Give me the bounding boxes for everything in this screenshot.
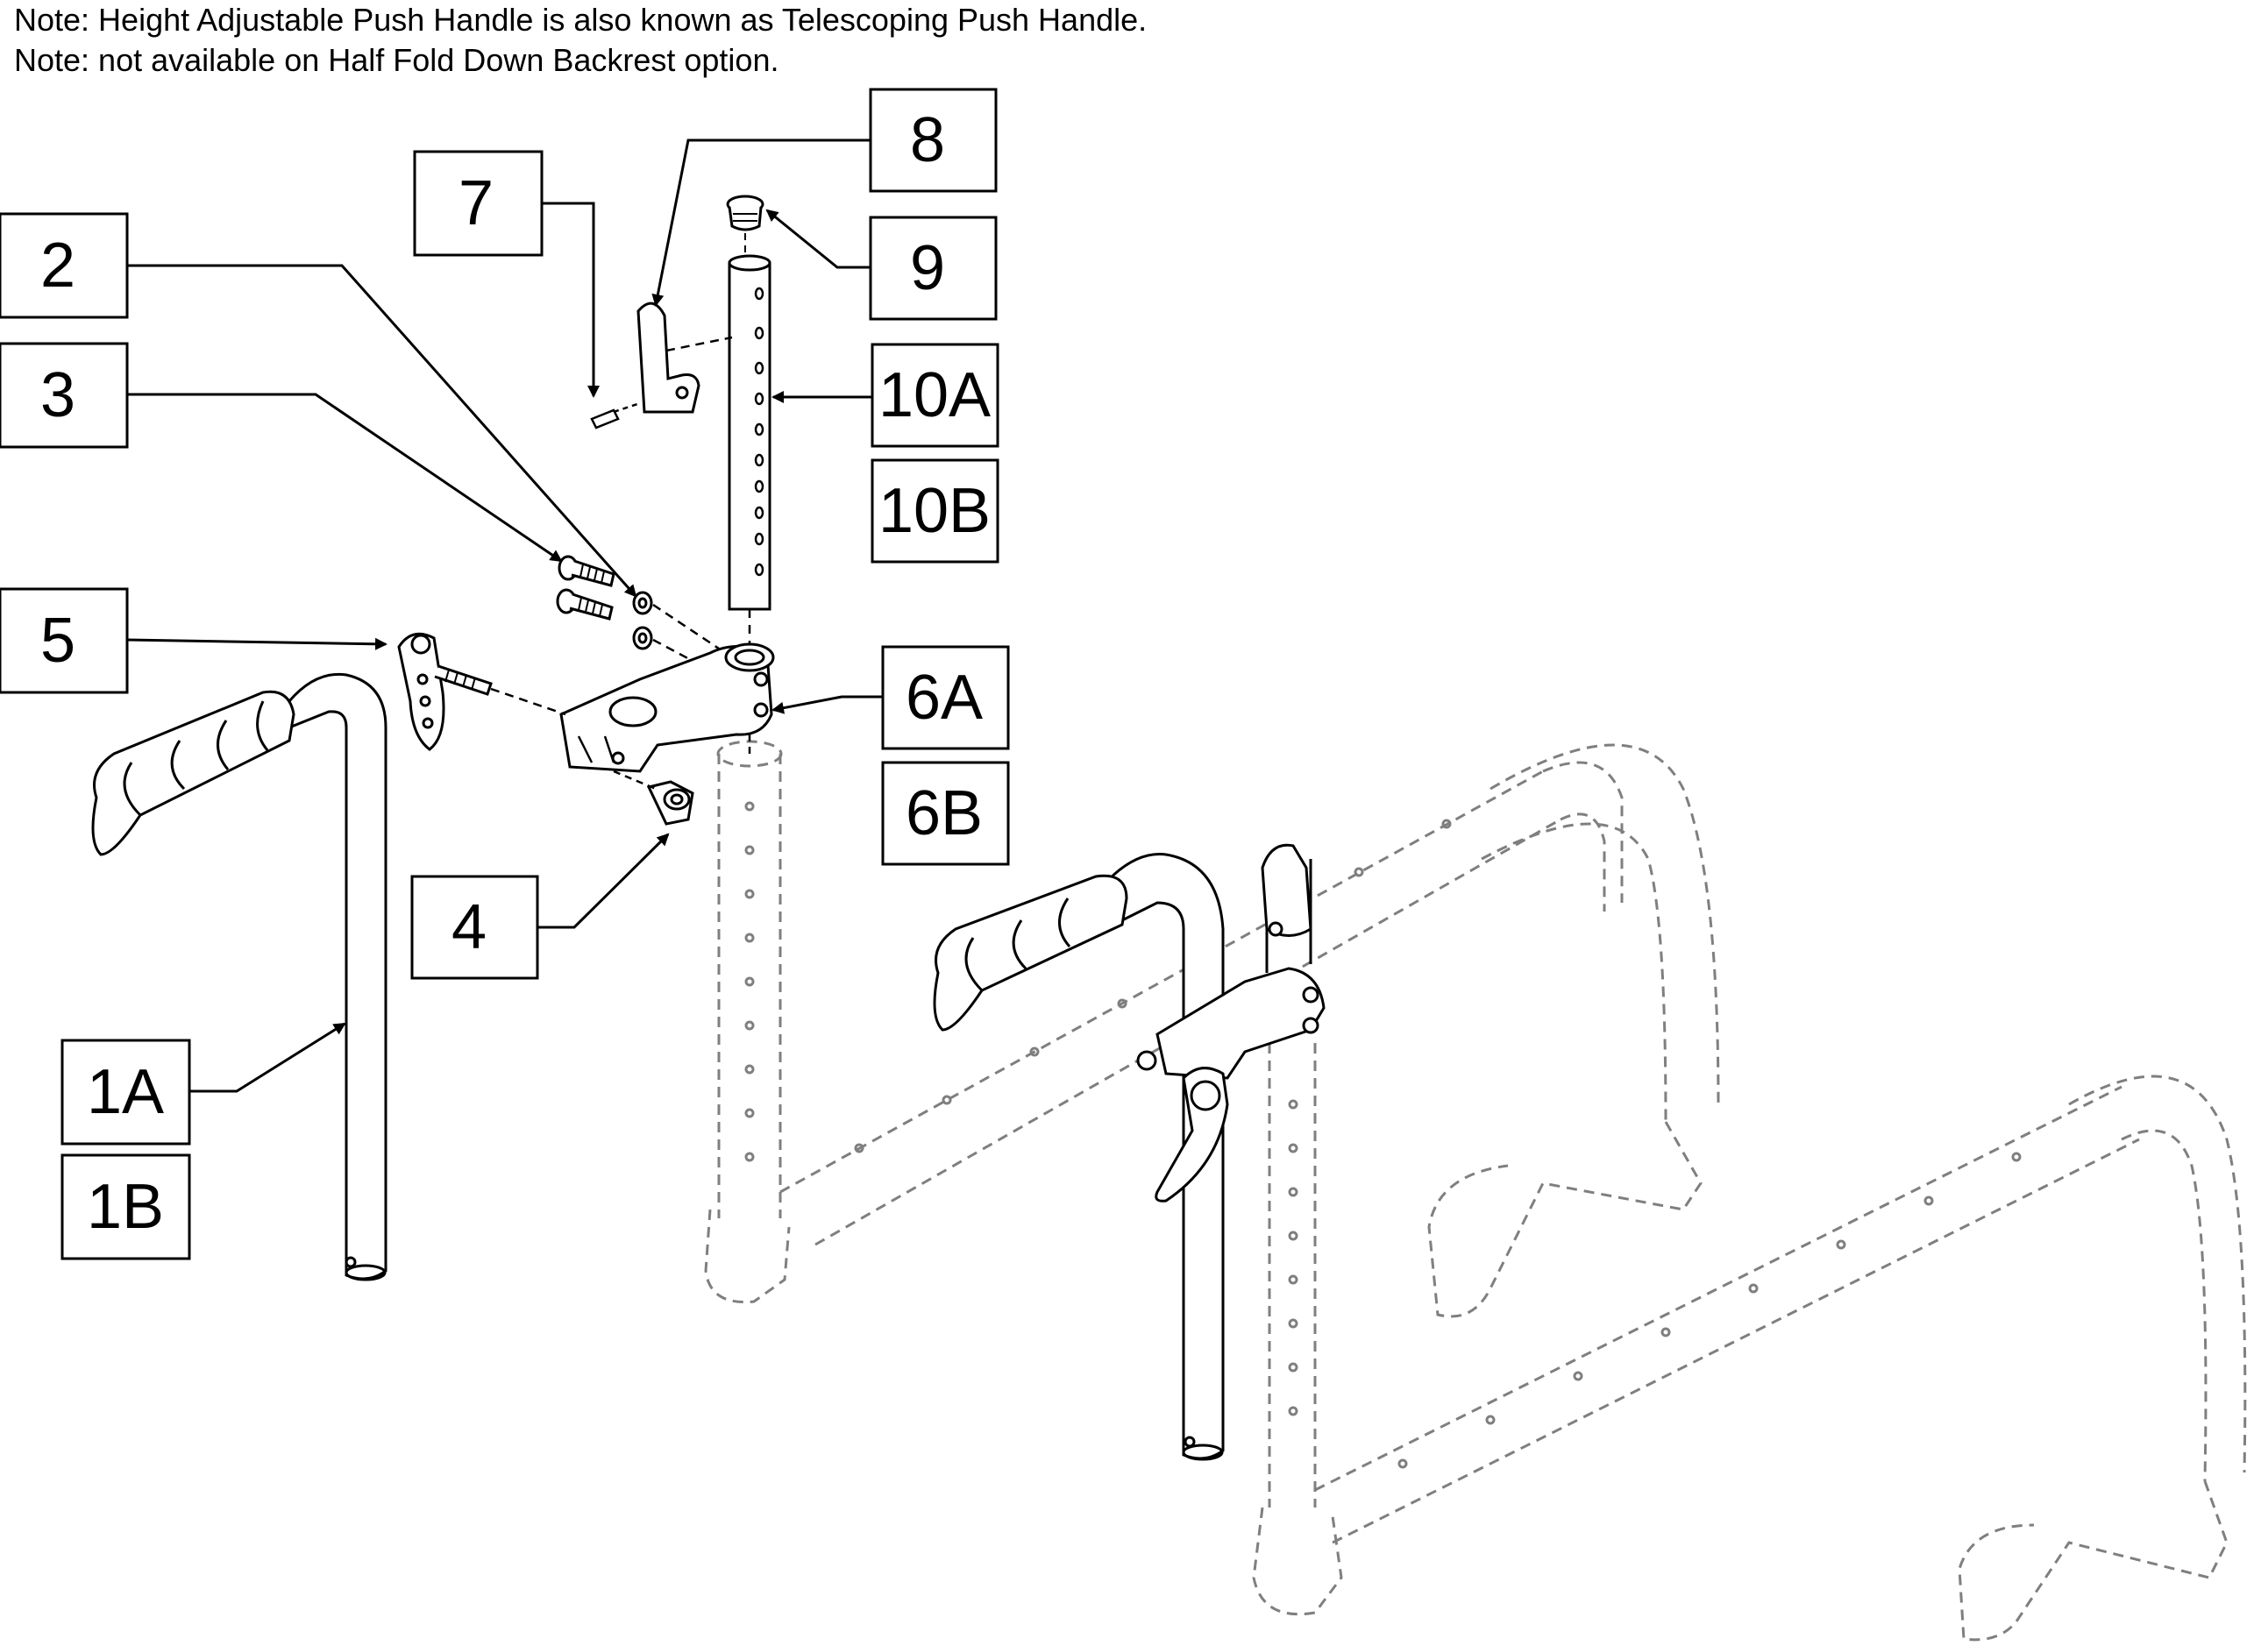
ghost-lower-bend: [2068, 1075, 2247, 1482]
callout-10A-label: 10A: [878, 360, 991, 430]
leader-1A: [188, 1022, 346, 1093]
leader-7: [542, 202, 600, 398]
ghost-holes: [744, 801, 2022, 1469]
leader-5: [126, 637, 387, 650]
callout-9-label: 9: [910, 233, 945, 303]
screw-lower: [556, 588, 614, 621]
callout-3: 3: [0, 342, 129, 449]
callout-6A: 6A: [881, 645, 1010, 750]
assembled-handle: [933, 843, 1326, 1461]
ghost-cane-right: [1268, 1043, 1317, 1508]
ghost-upper-bend: [1481, 743, 1720, 1123]
ghost-cane-left: [717, 754, 782, 1218]
note-telescoping: Note: Height Adjustable Push Handle is a…: [14, 2, 1148, 38]
leader-4: [537, 833, 670, 929]
telescoping-tube: [728, 254, 771, 653]
tube-cap: [726, 195, 764, 256]
push-handle: [91, 672, 387, 1281]
ghost-upper-right: [1542, 761, 1624, 912]
note-availability: Note: not available on Half Fold Down Ba…: [14, 42, 779, 78]
leader-lines: [126, 138, 883, 1093]
leader-8: [651, 138, 871, 307]
ghost-upper-foot: [1427, 1121, 1703, 1318]
leader-2: [127, 264, 637, 598]
screws-and-washers: [556, 555, 720, 677]
callout-1B-label: 1B: [87, 1172, 164, 1242]
ghost-lower-rail: [1314, 1085, 2140, 1544]
callout-4: 4: [410, 875, 539, 980]
ghost-left-foot: [704, 1209, 791, 1304]
notes: Note: Height Adjustable Push Handle is a…: [14, 0, 1417, 81]
ghost-backrest-frame: [704, 740, 2247, 1642]
callout-2: 2: [0, 212, 129, 319]
callout-5: 5: [0, 587, 129, 694]
washer-lower: [632, 626, 653, 650]
leader-9: [765, 209, 871, 269]
clamp: [559, 642, 775, 773]
callout-6B-label: 6B: [906, 778, 983, 848]
washer-upper: [632, 591, 653, 615]
callout-9: 9: [869, 216, 998, 321]
leader-3: [127, 393, 563, 563]
callout-6B: 6B: [881, 761, 1010, 866]
callout-5-label: 5: [40, 606, 75, 676]
spacer: [613, 770, 694, 826]
screw-upper: [558, 555, 615, 587]
callout-1B: 1B: [60, 1153, 191, 1260]
callout-3-label: 3: [40, 360, 75, 430]
ghost-lower-foot: [1958, 1480, 2229, 1642]
quick-release-lever: [397, 632, 566, 751]
bracket: [636, 302, 733, 414]
callout-8: 8: [869, 88, 998, 193]
callout-1A: 1A: [60, 1039, 191, 1146]
callouts: 1A 1B 2 3 4 5 6A 6B: [0, 88, 1010, 1260]
leader-6A: [771, 695, 883, 714]
callout-1A-label: 1A: [87, 1057, 164, 1127]
callout-10B-label: 10B: [878, 476, 991, 546]
callout-7-label: 7: [459, 168, 494, 238]
callout-8-label: 8: [910, 105, 945, 175]
callout-10B: 10B: [871, 458, 999, 564]
callout-7: 7: [413, 150, 544, 257]
small-screw: [590, 401, 641, 429]
tube-holes: [754, 287, 764, 577]
callout-4-label: 4: [451, 892, 487, 962]
callout-6A-label: 6A: [906, 663, 983, 733]
ghost-right-foot: [1252, 1507, 1343, 1616]
callout-10A: 10A: [871, 343, 999, 448]
callout-2-label: 2: [40, 231, 75, 301]
